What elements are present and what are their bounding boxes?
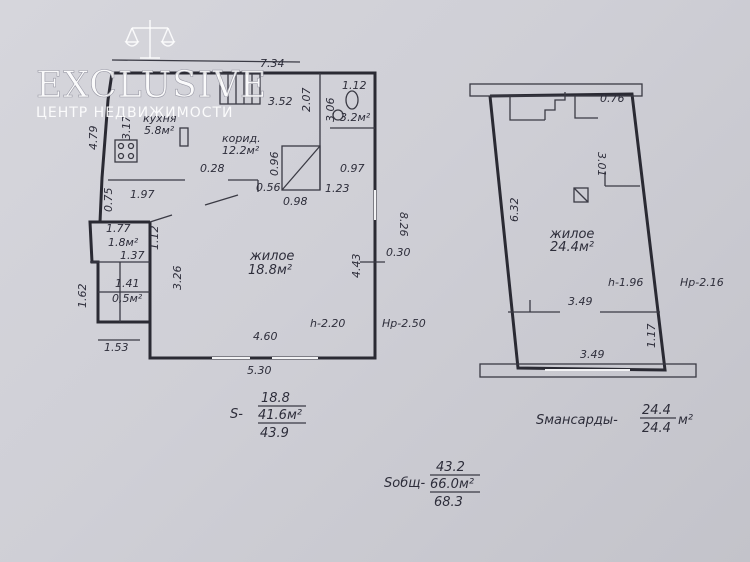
dim-label: 0.98	[283, 195, 308, 208]
dim-label: 0.28	[200, 162, 225, 175]
ground-stairs	[219, 73, 261, 105]
chimney-diagonal	[573, 187, 589, 203]
door-swing	[204, 194, 239, 206]
total-value-mid: 66.0м²	[430, 477, 474, 492]
dim-label: 0.75	[102, 188, 115, 213]
sink	[332, 109, 344, 121]
dim-label: 1.23	[325, 182, 350, 195]
bath-area: 3.2м²	[340, 111, 371, 124]
ground-floor-plan	[88, 59, 385, 360]
dim-label: 1.12	[148, 226, 161, 251]
corridor-area: 12.2м²	[222, 144, 260, 157]
attic-floor-height: Hp-2.16	[680, 276, 724, 289]
area-summary: S- 18.8 41.6м² 43.9 Sмансарды- 24.4 24.4…	[230, 391, 693, 510]
attic-room-area: 24.4м²	[550, 240, 594, 255]
ground-left-wall	[98, 71, 258, 224]
dim-label: 3.52	[268, 95, 293, 108]
watermark-logo: EXCLUSIVE ЦЕНТР НЕДВИЖИМОСТИ	[36, 20, 267, 121]
dim-label: 4.60	[253, 330, 278, 343]
burner	[127, 152, 135, 160]
total-value-bottom: 68.3	[434, 495, 463, 510]
dim-label: 1.17	[645, 324, 658, 349]
s-value-top: 18.8	[261, 391, 290, 406]
dim-label: 1.37	[120, 249, 145, 262]
dim-label: 1.41	[115, 277, 140, 290]
attic-bottom-beam	[479, 363, 697, 378]
total-prefix: Sобщ-	[384, 476, 425, 491]
dim-label: 2.07	[300, 88, 313, 113]
kitchen-name: кухня	[143, 112, 177, 125]
corridor-name: корид.	[222, 132, 261, 145]
closet-area: 0,5м²	[112, 292, 143, 305]
dim-label: 5.30	[247, 364, 272, 377]
brand-name: EXCLUSIVE	[36, 65, 267, 106]
ground-floor-labels: кухня 5.8м² корид. 12.2м² 3.2м² 1.8м² 0,…	[76, 57, 426, 377]
living-area: 18.8м²	[248, 263, 292, 278]
attic-outer-wall	[488, 92, 667, 372]
dim-label: 7.34	[260, 57, 285, 70]
dim-label: 1.53	[104, 341, 129, 354]
dim-label: 0.30	[386, 246, 411, 259]
dim-label: 1.12	[342, 79, 367, 92]
dim-label: 8.26	[397, 212, 410, 237]
dim-label: 0.97	[340, 162, 365, 175]
attic-stairs-frame	[509, 96, 545, 121]
attic-height: h-1.96	[608, 276, 643, 289]
dim-label: 4.43	[350, 254, 363, 279]
total-value-top: 43.2	[436, 460, 465, 475]
kitchen-area: 5.8м²	[144, 124, 175, 137]
stove	[281, 145, 321, 191]
dim-label: 3.49	[580, 348, 605, 361]
dim-label: 0.96	[268, 152, 281, 177]
attic-plan	[469, 83, 697, 378]
dim-label: 4.79	[87, 126, 100, 151]
dim-label: 3.49	[568, 295, 593, 308]
scales-icon	[124, 20, 176, 59]
dim-label: 1.77	[106, 222, 131, 235]
dim-label: 3.26	[171, 266, 184, 291]
s-prefix: S-	[230, 407, 243, 422]
s-value-mid: 41.6м²	[258, 408, 302, 423]
dim-label: 3.01	[595, 152, 608, 177]
burner	[127, 142, 135, 150]
dim-label: 3.06	[324, 98, 337, 123]
s-value-bottom: 43.9	[260, 426, 289, 441]
toilet	[345, 90, 359, 110]
attic-labels: 0.76 3.01 6.32 жилое 24.4м² h-1.96 Hp-2.…	[508, 92, 724, 361]
ground-height: h-2.20	[310, 317, 345, 330]
attic-summary-unit: м²	[678, 413, 693, 428]
burner	[117, 142, 125, 150]
stove-diagonal	[281, 145, 321, 191]
kitchen-cooker	[114, 139, 138, 163]
attic-stairs	[544, 92, 566, 120]
dim-label: 1.62	[76, 284, 89, 309]
attic-room-name: жилое	[549, 227, 594, 242]
dim-label: 0.56	[256, 181, 281, 194]
dim-label: 0.76	[600, 92, 625, 105]
dim-label: 1.97	[130, 188, 155, 201]
ground-floor-height: Hp-2.50	[382, 317, 426, 330]
attic-summary-prefix: Sмансарды-	[536, 413, 618, 428]
attic-summary-bottom: 24.4	[642, 421, 671, 436]
dim-label: 6.32	[508, 198, 521, 223]
small-room-area: 1.8м²	[108, 236, 139, 249]
attic-summary-top: 24.4	[642, 403, 671, 418]
chimney	[573, 187, 589, 203]
brand-tagline: ЦЕНТР НЕДВИЖИМОСТИ	[36, 105, 234, 121]
attic-stair-rail	[574, 96, 598, 119]
living-name: жилое	[249, 249, 294, 264]
burner	[117, 152, 125, 160]
kitchen-column	[179, 127, 189, 147]
attic-top-beam	[469, 83, 643, 97]
dimension-line	[111, 59, 301, 63]
ground-outer-wall	[148, 71, 377, 360]
dim-label: 3.17	[120, 116, 133, 141]
living-door	[149, 214, 173, 223]
